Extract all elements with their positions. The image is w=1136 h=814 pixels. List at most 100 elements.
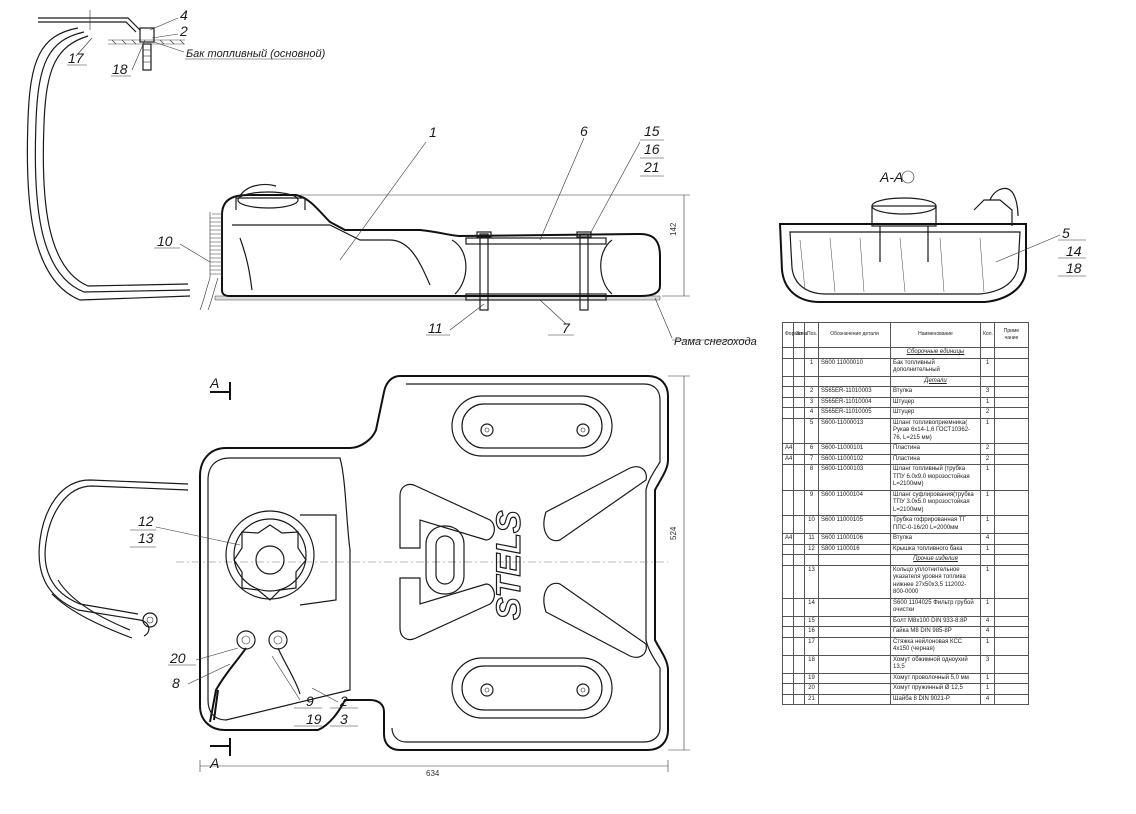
bom-qty-cell: 2 (980, 453, 995, 465)
bom-empty-cell (994, 375, 1029, 387)
bom-empty-cell (804, 554, 819, 566)
bom-note-cell (994, 515, 1029, 534)
bom-pos-cell: 17 (804, 636, 819, 656)
bom-note-cell (994, 615, 1029, 627)
bom-note-cell (994, 453, 1029, 465)
bom-name-cell: Пластина (890, 453, 981, 465)
note-main-tank: Бак топливный (основной) (186, 48, 326, 60)
bom-zone-cell (793, 443, 805, 455)
bom-code-cell: S600-11000101 (818, 443, 891, 455)
bom-code-cell: S600 11000105 (818, 515, 891, 534)
bom-zone-cell (793, 693, 805, 705)
bom-note-cell (994, 683, 1029, 695)
bom-name-cell: Шайба 8 DIN 9021-Р (890, 693, 981, 705)
bom-format-cell (782, 396, 794, 408)
bom-section-name: Прочие изделия (890, 554, 981, 566)
bom-note-cell (994, 443, 1029, 455)
bom-pos-cell: 2 (804, 386, 819, 398)
bom-header-format: Формат (782, 322, 803, 348)
bom-zone-cell (793, 672, 805, 684)
bom-table: Формат Зона Поз. Обозначение детали Наим… (782, 322, 1029, 705)
bom-code-cell (818, 597, 891, 617)
bom-name-cell: Хомут проволочный 5,0 мм (890, 672, 981, 684)
bom-pos-cell: 9 (804, 489, 819, 516)
bom-format-cell (782, 672, 794, 684)
bom-format-cell: А4 (782, 533, 794, 545)
bom-zone-cell (793, 615, 805, 627)
bom-format-cell (782, 543, 794, 555)
bom-zone-cell (793, 489, 805, 516)
bom-qty-cell: 1 (980, 683, 995, 695)
bom-pos-cell: 11 (804, 533, 819, 545)
bom-zone-cell (793, 453, 805, 465)
bom-qty-cell: 1 (980, 417, 995, 444)
bom-format-cell (782, 515, 794, 534)
bom-note-cell (994, 672, 1029, 684)
bom-qty-cell: 1 (980, 636, 995, 656)
bom-name-cell: Крышка топливного бака (890, 543, 981, 555)
fitting-detail: 17 18 4 2 Бак топливный (основной) (26, 7, 326, 301)
bom-pos-cell: 4 (804, 407, 819, 419)
bom-note-cell (994, 464, 1029, 491)
callout-10: 10 (157, 233, 173, 249)
bom-code-cell: S800 1100016 (818, 543, 891, 555)
bom-empty-cell (980, 375, 995, 387)
bom-pos-cell: 8 (804, 464, 819, 491)
bom-pos-cell: 6 (804, 443, 819, 455)
bom-zone-cell (793, 543, 805, 555)
bom-note-cell (994, 564, 1029, 599)
bom-empty-cell (818, 347, 891, 359)
bom-note-cell (994, 533, 1029, 545)
bom-format-cell (782, 654, 794, 674)
callout-14: 14 (1066, 243, 1082, 259)
bom-empty-cell (980, 347, 995, 359)
callout-8: 8 (172, 675, 180, 691)
bom-pos-cell: 18 (804, 654, 819, 674)
bom-name-cell: Кольцо уплотнительное указателя уровня т… (890, 564, 981, 599)
bom-header-note: Приме чание (994, 322, 1029, 348)
bom-note-cell (994, 693, 1029, 705)
bom-qty-cell: 1 (980, 464, 995, 491)
bom-code-cell: S565ER-11010003 (818, 386, 891, 398)
section-a-a: A-A 5 14 18 (778, 169, 1086, 303)
bom-qty-cell: 1 (980, 543, 995, 555)
bom-empty-cell (793, 375, 805, 387)
callout-9: 9 (306, 693, 314, 709)
stels-logo: STELS (490, 510, 528, 620)
dim-524: 524 (669, 526, 678, 540)
bom-header-zone: Зона (793, 322, 807, 348)
bom-pos-cell: 5 (804, 417, 819, 444)
bom-code-cell: S600-11000102 (818, 453, 891, 465)
bom-qty-cell: 4 (980, 626, 995, 638)
bom-zone-cell (793, 533, 805, 545)
bom-header-pos: Поз. (804, 322, 819, 348)
bom-code-cell (818, 672, 891, 684)
bom-empty-cell (804, 375, 819, 387)
bom-name-cell: Гайка М8 DIN 985-8Р (890, 626, 981, 638)
callout-5: 5 (1062, 225, 1070, 241)
bom-name-cell: Бак топливный дополнительный (890, 357, 981, 377)
bom-format-cell (782, 693, 794, 705)
bom-name-cell: Втулка (890, 386, 981, 398)
bom-name-cell: Штуцер (890, 396, 981, 408)
bom-qty-cell: 4 (980, 615, 995, 627)
callout-6: 6 (580, 123, 588, 139)
bom-code-cell: S600-11000103 (818, 464, 891, 491)
bom-zone-cell (793, 464, 805, 491)
bom-zone-cell (793, 386, 805, 398)
bom-empty-cell (804, 347, 819, 359)
bom-zone-cell (793, 407, 805, 419)
bom-pos-cell: 15 (804, 615, 819, 627)
bom-qty-cell: 1 (980, 564, 995, 599)
section-mark-bottom: A (209, 755, 219, 771)
bom-name-cell: Хомут обжимной одноухий 13,5 (890, 654, 981, 674)
